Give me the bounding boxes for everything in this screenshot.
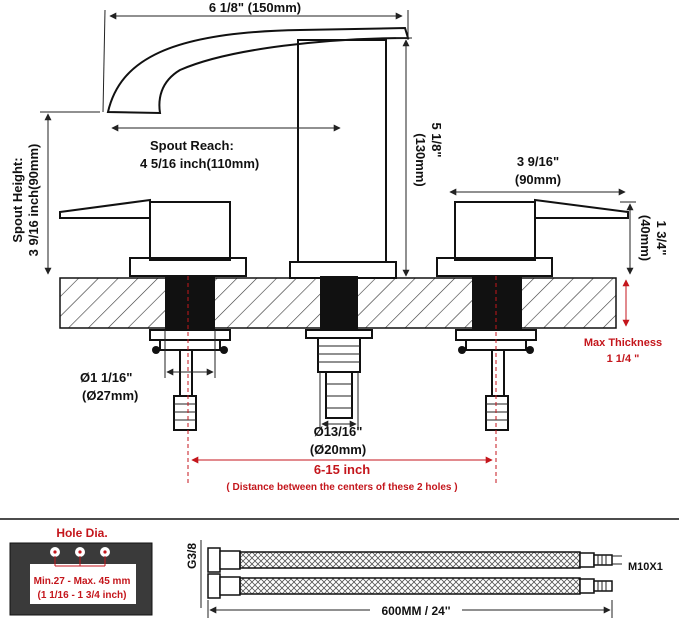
center-distance-value: 6-15 inch <box>314 462 370 477</box>
spout-body <box>106 26 410 279</box>
countertop <box>59 276 617 330</box>
spout-reach-value: 4 5/16 inch(110mm) <box>140 156 259 171</box>
spout-reach-dimension: Spout Reach: 4 5/16 inch(110mm) <box>111 124 341 171</box>
center-distance-note: ( Distance between the centers of these … <box>226 482 457 493</box>
total-width-dimension: 6 1/8" (150mm) <box>102 0 409 113</box>
center-mount-hardware <box>305 329 373 419</box>
spout-height-dimension: Spout Height: 3 9/16 inch(90mm) <box>10 111 100 275</box>
right-mount-hardware <box>455 329 537 431</box>
spout-height-label: Spout Height: <box>10 157 25 242</box>
max-thickness-label: Max Thickness <box>584 337 662 349</box>
handle-shank-dimension: Ø1 1/16" (Ø27mm) <box>80 330 216 403</box>
handle-width-mm: (90mm) <box>515 172 561 187</box>
handle-height-mm: (40mm) <box>638 215 653 261</box>
total-height-in: 5 1/8" <box>429 122 444 157</box>
spout-height-value: 3 9/16 inch(90mm) <box>26 144 41 257</box>
right-handle <box>436 198 629 277</box>
spout-reach-label: Spout Reach: <box>150 138 234 153</box>
left-handle <box>59 198 247 277</box>
handle-shank-mm: (Ø27mm) <box>82 388 138 403</box>
hole-range-in: (1 1/16 - 1 3/4 inch) <box>38 590 127 601</box>
total-width-label: 6 1/8" (150mm) <box>209 0 301 15</box>
spout-shank-in: Ø13/16" <box>314 424 363 439</box>
hose-fitting-right: M10X1 <box>628 561 663 573</box>
handle-height-in: 1 3/4" <box>654 220 669 255</box>
max-thickness-dimension: Max Thickness 1 1/4 " <box>584 279 662 365</box>
spout-shank-mm: (Ø20mm) <box>310 442 366 457</box>
hose-lower <box>207 573 613 599</box>
hose-upper <box>207 547 613 573</box>
handle-width-dimension: 3 9/16" (90mm) <box>449 154 626 196</box>
max-thickness-value: 1 1/4 " <box>607 353 640 365</box>
hose-length: 600MM / 24'' <box>381 604 450 618</box>
left-mount-hardware <box>149 329 231 431</box>
hole-diameter-panel: Hole Dia. Min.27 - Max. 45 mm (1 1/16 - … <box>9 526 153 616</box>
handle-shank-in: Ø1 1/16" <box>80 370 132 385</box>
hole-panel-title: Hole Dia. <box>56 526 107 540</box>
handle-width-in: 3 9/16" <box>517 154 559 169</box>
total-height-mm: (130mm) <box>413 133 428 186</box>
spout-shank-dimension: Ø13/16" (Ø20mm) <box>310 372 366 457</box>
handle-height-dimension: 1 3/4" (40mm) <box>620 201 669 275</box>
hose-panel: G3/8 M10X1 600MM <box>185 540 663 618</box>
center-distance-dimension: 6-15 inch ( Distance between the centers… <box>187 276 497 493</box>
total-height-dimension: 5 1/8" (130mm) <box>396 37 444 277</box>
hose-fitting-left: G3/8 <box>185 543 199 569</box>
hole-range-mm: Min.27 - Max. 45 mm <box>34 576 131 587</box>
